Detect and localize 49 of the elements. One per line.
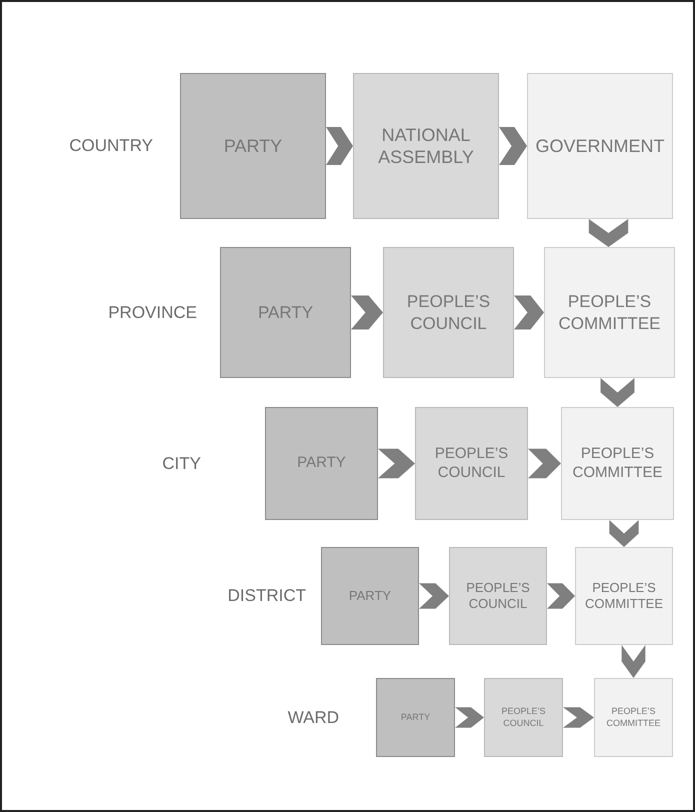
level-label: CITY [162,452,201,475]
level-label: PROVINCE [108,302,197,324]
chevron-arrow [499,127,527,165]
level-label: WARD [288,706,339,729]
chevron-arrow [378,448,415,478]
box-label: GOVERNMENT [535,134,664,158]
chevron-arrow [622,645,646,678]
org-box [353,73,499,219]
org-box [376,678,455,757]
box-label: PEOPLE’S COMMITTEE [558,291,662,334]
chevron-arrow [563,707,594,728]
box-label: PEOPLE’S COUNCIL [465,580,531,612]
org-box [561,407,674,520]
chevron-arrow [351,295,383,330]
chevron-arrow [455,707,484,728]
box-label: PARTY [297,454,346,473]
box-label: NATIONAL ASSEMBLY [377,124,475,168]
level-label: COUNTRY [69,135,153,158]
chevron-arrow [547,583,575,609]
org-box [265,407,378,520]
chevron-arrow [528,448,561,478]
box-label: PEOPLE’S COUNCIL [500,706,547,729]
org-box [180,73,326,219]
chevron-arrow [609,520,639,547]
box-label: PEOPLE’S COUNCIL [406,291,492,334]
box-label: PEOPLE’S COMMITTEE [606,706,662,729]
box-label: PEOPLE’S COMMITTEE [584,580,664,612]
box-label: PARTY [224,134,282,158]
chevron-arrow [600,378,634,407]
org-box [594,678,673,757]
chevron-arrow [419,583,449,609]
org-box [321,547,419,645]
org-box [383,247,514,378]
box-label: PEOPLE’S COMMITTEE [572,444,664,482]
chevron-arrow [588,219,628,247]
level-label: DISTRICT [228,585,306,608]
box-label: PEOPLE’S COUNCIL [434,444,510,482]
org-box [575,547,673,645]
org-box [449,547,547,645]
box-label: PARTY [348,588,392,604]
box-label: PARTY [400,712,430,724]
org-box [415,407,528,520]
org-box [527,73,673,219]
org-box [484,678,563,757]
chevron-arrow [514,295,544,330]
org-box [220,247,351,378]
org-box [544,247,675,378]
box-label: PARTY [258,302,314,324]
chevron-arrow [326,127,353,165]
